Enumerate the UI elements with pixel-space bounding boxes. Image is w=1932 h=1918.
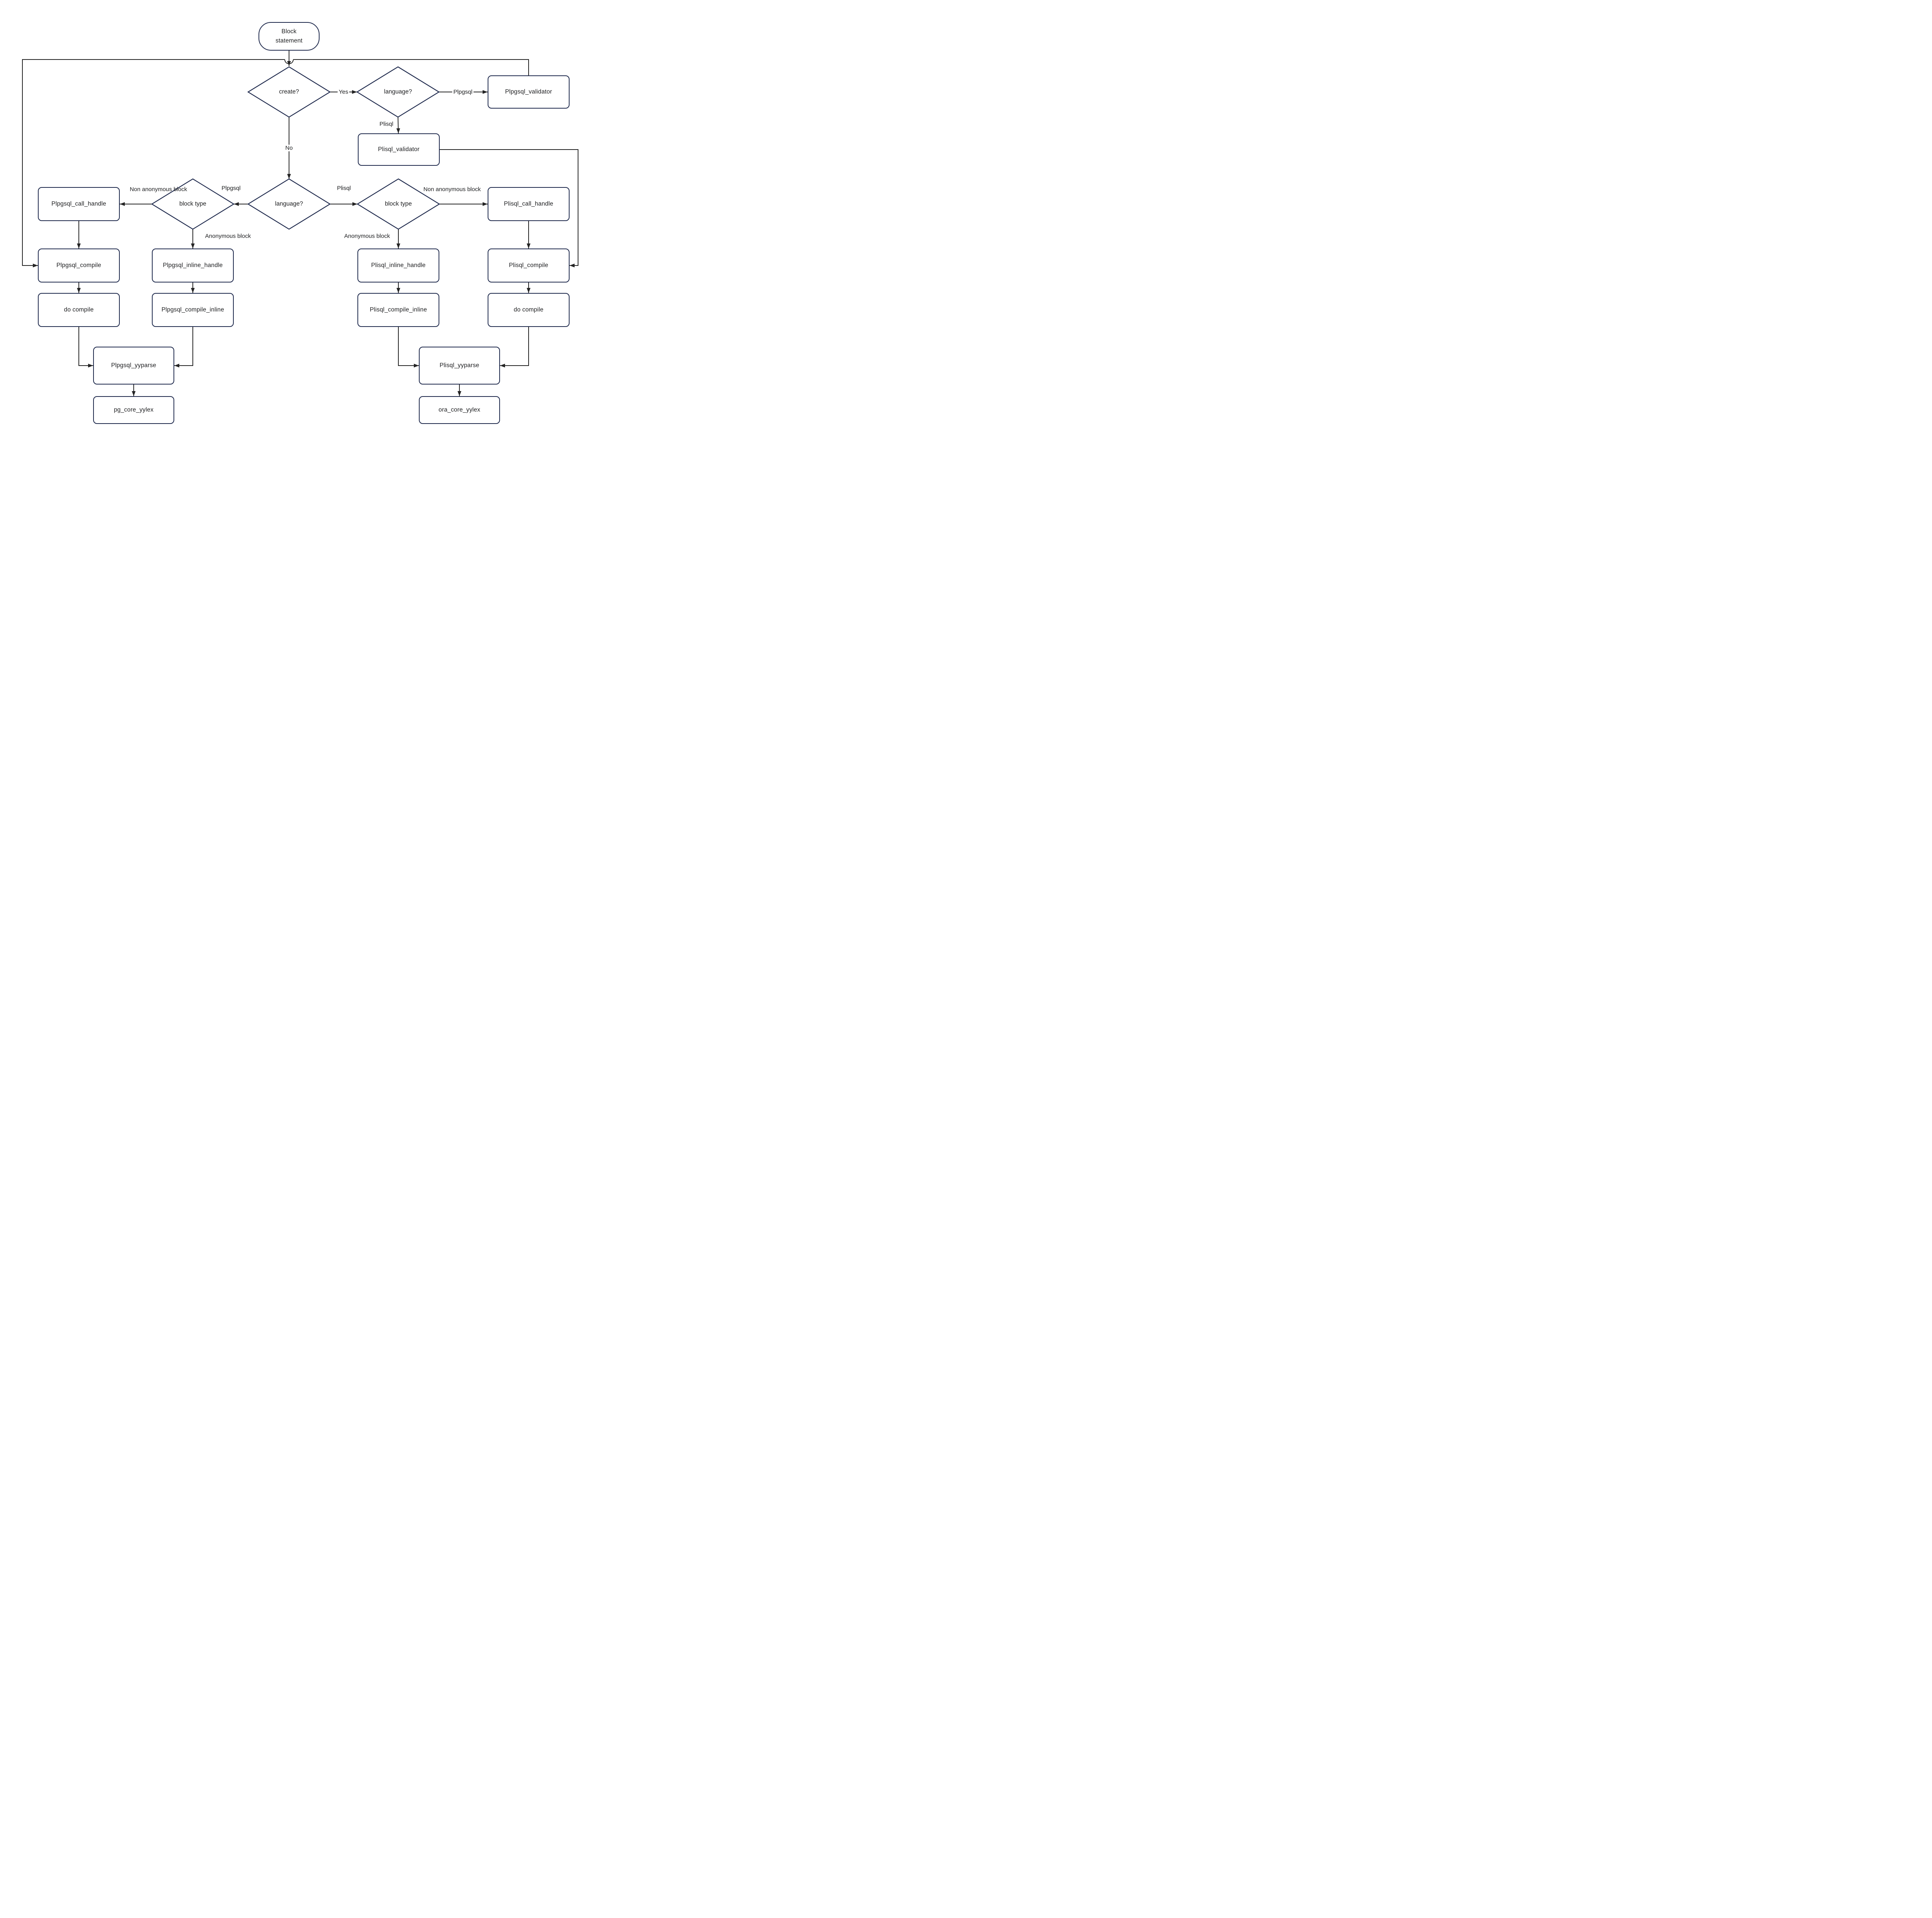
edge-plisql-validator-loop: [440, 149, 578, 267]
node-plisql-compile-inline-label: Plisql_compile_inline: [369, 306, 427, 313]
node-ora-core-yylex-label: ora_core_yylex: [439, 407, 480, 413]
node-plisql-validator: Plisql_validator: [358, 133, 440, 166]
node-plpgsql-yyparse: Plpgsql_yyparse: [93, 347, 174, 385]
edge-compileinline-yyparse-right: [398, 327, 419, 368]
language-top-decision-diamond: [356, 66, 440, 118]
node-plisql-validator-label: Plisql_validator: [378, 146, 420, 153]
edge-docompile-yyparse-left: [78, 327, 93, 368]
node-plpgsql-inline-handle-label: Plpgsql_inline_handle: [163, 262, 223, 269]
node-language-mid-label: language?: [275, 201, 303, 207]
node-plisql-compile: Plisql_compile: [488, 248, 570, 283]
edge-label-anonymous-left: Anonymous block: [205, 233, 251, 240]
node-plisql-inline-handle-label: Plisql_inline_handle: [371, 262, 426, 269]
node-plisql-call-handle: Plisql_call_handle: [488, 187, 570, 221]
edge-label-anonymous-right: Anonymous block: [344, 233, 390, 240]
edge-label-non-anonymous-left: Non anonymous block: [129, 186, 187, 193]
edge-docompile-yyparse-right: [500, 327, 529, 368]
node-do-compile-left: do compile: [38, 293, 120, 327]
node-plpgsql-yyparse-label: Plpgsql_yyparse: [111, 362, 156, 369]
language-mid-decision-diamond: [247, 178, 331, 230]
node-pg-core-yylex: pg_core_yylex: [93, 396, 174, 424]
block-type-left-decision-diamond: [151, 178, 235, 230]
node-plisql-yyparse-label: Plisql_yyparse: [439, 362, 480, 369]
node-ora-core-yylex: ora_core_yylex: [419, 396, 500, 424]
node-plpgsql-call-handle-label: Plpgsql_call_handle: [51, 201, 106, 207]
node-block-statement: Block statement: [259, 22, 320, 51]
node-plpgsql-compile-inline-label: Plpgsql_compile_inline: [161, 306, 224, 313]
edge-label-plpgsql-top: Plpgsql: [452, 88, 474, 95]
flowchart-canvas: Block statement create? language? langua…: [0, 0, 597, 425]
edge-label-plisql-top: Plisql: [379, 121, 393, 128]
node-do-compile-right: do compile: [488, 293, 570, 327]
connector-layer: [22, 51, 578, 396]
node-block-type-right-label: block type: [385, 201, 412, 207]
edge-compileinline-yyparse-left: [174, 327, 193, 368]
edge-hop-arc: [284, 59, 294, 64]
create-decision-diamond: [247, 66, 331, 118]
node-plisql-compile-inline: Plisql_compile_inline: [357, 293, 439, 327]
edge-validator-loop-right: [293, 59, 529, 75]
node-plpgsql-compile: Plpgsql_compile: [38, 248, 120, 283]
node-plpgsql-compile-inline: Plpgsql_compile_inline: [152, 293, 234, 327]
block-type-right-decision-diamond: [356, 178, 440, 230]
node-plpgsql-validator-label: Plpgsql_validator: [505, 88, 552, 95]
node-language-top-label: language?: [384, 88, 412, 95]
node-plisql-inline-handle: Plisql_inline_handle: [357, 248, 439, 283]
edge-label-plisql-mid: Plisql: [337, 185, 351, 192]
node-block-statement-label: Block statement: [276, 28, 303, 44]
node-plisql-compile-label: Plisql_compile: [509, 262, 548, 269]
node-plpgsql-validator: Plpgsql_validator: [488, 75, 570, 109]
node-pg-core-yylex-label: pg_core_yylex: [114, 407, 154, 413]
edge-label-plpgsql-mid: Plpgsql: [221, 185, 241, 192]
edge-label-yes: Yes: [337, 88, 350, 95]
node-do-compile-left-label: do compile: [64, 306, 94, 313]
edge-label-no: No: [284, 145, 294, 151]
edge-validator-loop-left: [22, 59, 285, 267]
node-do-compile-right-label: do compile: [514, 306, 544, 313]
node-plpgsql-inline-handle: Plpgsql_inline_handle: [152, 248, 234, 283]
node-create-label: create?: [279, 88, 299, 95]
node-plpgsql-call-handle: Plpgsql_call_handle: [38, 187, 120, 221]
node-plpgsql-compile-label: Plpgsql_compile: [56, 262, 101, 269]
node-plisql-call-handle-label: Plisql_call_handle: [504, 201, 553, 207]
node-plisql-yyparse: Plisql_yyparse: [419, 347, 500, 385]
node-block-type-left-label: block type: [179, 201, 206, 207]
edge-label-non-anonymous-right: Non anonymous block: [423, 186, 481, 193]
